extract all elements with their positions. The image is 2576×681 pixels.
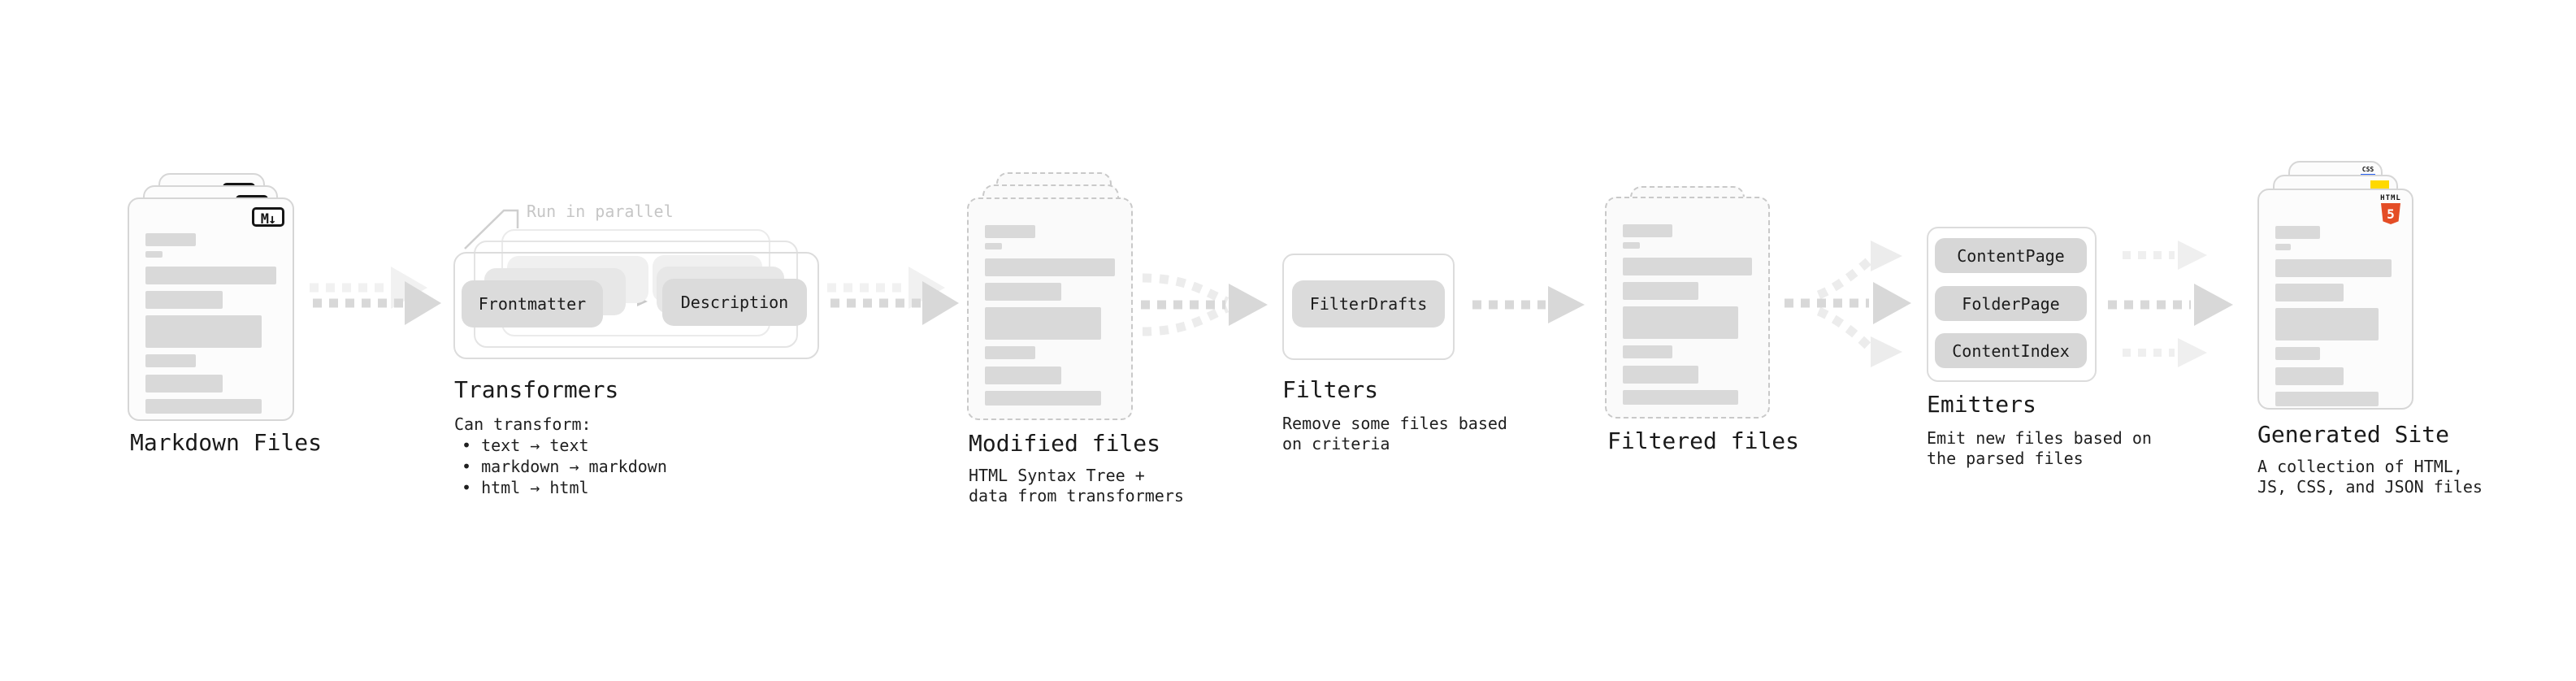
arrow-filters-to-filtered xyxy=(1472,286,1585,323)
content-line xyxy=(985,258,1116,276)
content-line xyxy=(985,225,1035,238)
content-line xyxy=(2275,392,2379,406)
transform-bullet: • text → text xyxy=(462,436,589,455)
content-index-pill: ContentIndex xyxy=(1935,333,2087,368)
transform-bullet: • markdown → markdown xyxy=(462,457,667,476)
content-line xyxy=(145,315,262,348)
content-line xyxy=(1623,224,1673,237)
content-line xyxy=(145,291,223,309)
markdown-files-stack: M↓ M↓ M↓ xyxy=(128,173,327,425)
content-line xyxy=(985,283,1061,301)
content-line xyxy=(145,375,223,393)
run-in-parallel-note: Run in parallel xyxy=(527,202,674,221)
transform-bullet: • html → html xyxy=(462,478,589,497)
filters-group: FilterDrafts xyxy=(1282,254,1455,360)
generated-site-stack: CSS HTML 5 xyxy=(2257,161,2457,413)
markdown-files-label: Markdown Files xyxy=(130,429,323,456)
document-content-placeholder xyxy=(1623,224,1754,405)
content-line xyxy=(1623,282,1699,300)
transformers-sublabel: Can transform: xyxy=(454,414,592,434)
content-line xyxy=(2275,367,2344,385)
folder-page-pill: FolderPage xyxy=(1935,286,2087,321)
modified-files-sublabel: HTML Syntax Tree + data from transformer… xyxy=(969,466,1184,505)
transformers-label: Transformers xyxy=(454,376,619,403)
content-line xyxy=(145,354,196,367)
generated-site-label: Generated Site xyxy=(2257,421,2450,448)
content-line xyxy=(985,307,1101,340)
content-line xyxy=(2275,244,2291,250)
content-line xyxy=(2275,284,2344,301)
content-page-pill: ContentPage xyxy=(1935,238,2087,273)
content-line xyxy=(2275,226,2320,239)
filtered-files-label: Filtered files xyxy=(1607,427,1800,454)
transformer-frame-front xyxy=(453,252,819,359)
content-line xyxy=(145,251,163,258)
filters-label: Filters xyxy=(1282,376,1379,403)
emitters-group: ContentPage FolderPage ContentIndex xyxy=(1927,227,2097,382)
content-line xyxy=(1623,306,1738,339)
markdown-icon: M↓ xyxy=(252,207,284,228)
html5-icon: HTML 5 xyxy=(2380,194,2401,224)
arrow-modified-to-filters xyxy=(1141,273,1268,336)
html-file-card: HTML 5 xyxy=(2257,189,2413,410)
filtered-files-stack xyxy=(1605,186,1804,426)
document-content-placeholder xyxy=(2275,226,2392,406)
frontmatter-pill: Frontmatter xyxy=(462,280,603,327)
content-line xyxy=(145,233,196,246)
transformers-group: Frontmatter Description xyxy=(453,229,821,361)
document-content-placeholder xyxy=(985,225,1117,406)
note-leader-line xyxy=(464,209,519,249)
content-line xyxy=(985,367,1061,384)
content-line xyxy=(2275,308,2379,340)
content-line xyxy=(145,399,262,414)
emitters-sublabel: Emit new files based on the parsed files xyxy=(1927,428,2152,468)
arrow-markdown-to-transformers xyxy=(310,267,441,325)
content-line xyxy=(2275,347,2320,360)
description-pill: Description xyxy=(662,279,807,326)
content-line xyxy=(1623,366,1699,384)
arrow-emitters-to-generated xyxy=(2108,241,2233,367)
modified-files-stack xyxy=(967,172,1166,424)
markdown-file-card-front: M↓ xyxy=(128,197,294,421)
generated-site-sublabel: A collection of HTML, JS, CSS, and JSON … xyxy=(2257,457,2483,497)
content-line xyxy=(145,267,277,284)
transformers-description: Can transform: • text → text • markdown … xyxy=(454,414,667,498)
content-line xyxy=(2275,259,2392,277)
emitters-label: Emitters xyxy=(1927,391,2036,418)
content-line xyxy=(985,243,1003,249)
content-line xyxy=(1623,345,1673,358)
content-line xyxy=(1623,242,1640,249)
document-content-placeholder xyxy=(145,233,278,414)
filtered-file-card-front xyxy=(1605,197,1770,419)
filters-sublabel: Remove some files based on criteria xyxy=(1282,414,1507,453)
modified-file-card-front xyxy=(967,197,1133,420)
content-line xyxy=(985,391,1101,406)
javascript-icon xyxy=(2370,180,2389,189)
content-line xyxy=(1623,390,1738,405)
arrow-filtered-to-emitters xyxy=(1785,241,1911,367)
arrow-transformers-to-modified xyxy=(827,267,959,325)
filter-drafts-pill: FilterDrafts xyxy=(1292,280,1445,327)
content-line xyxy=(1623,258,1753,275)
content-line xyxy=(985,346,1035,359)
modified-files-label: Modified files xyxy=(969,430,1161,457)
